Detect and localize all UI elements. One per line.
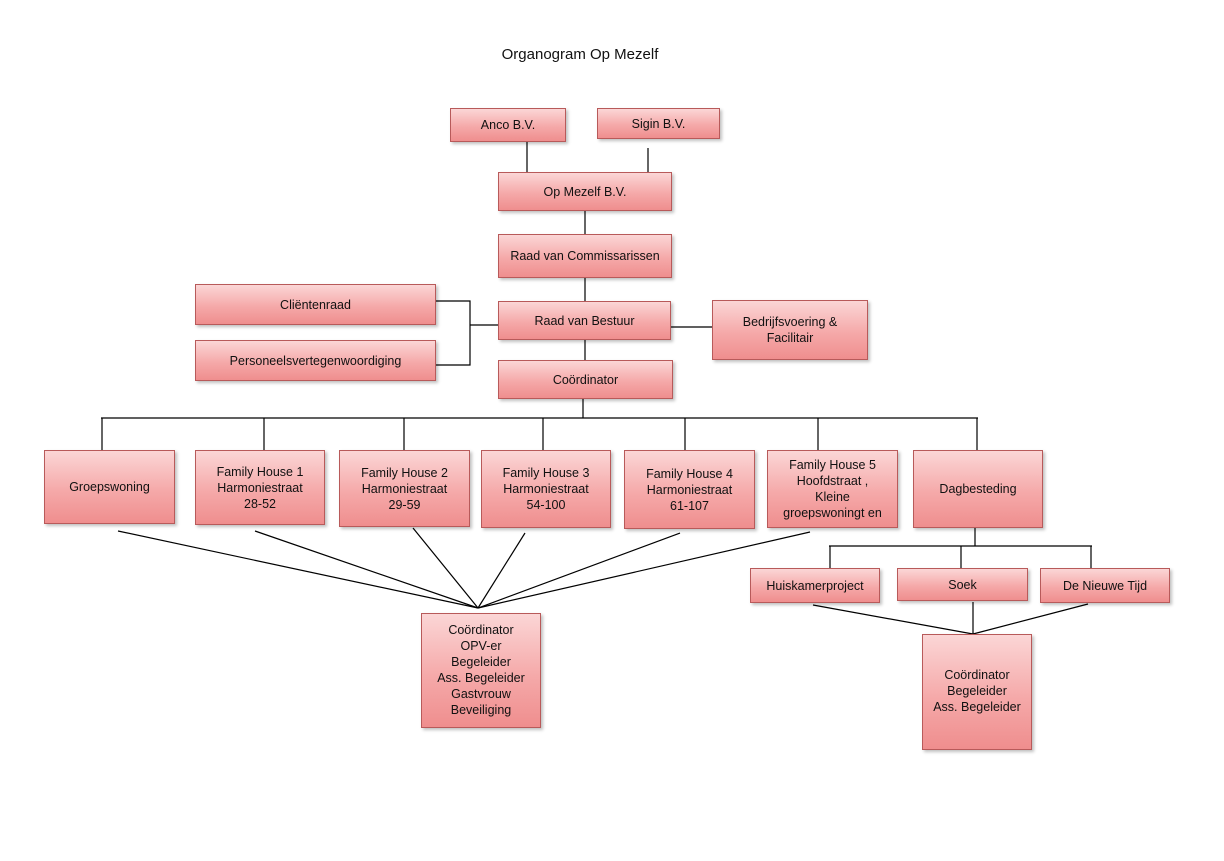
node-de-nieuwe-tijd: De Nieuwe Tijd [1040, 568, 1170, 603]
node-sigin: Sigin B.V. [597, 108, 720, 139]
node-raad-van-commissarissen: Raad van Commissarissen [498, 234, 672, 278]
node-personeelsvertegenwoordiging: Personeelsvertegenwoordiging [195, 340, 436, 381]
chart-title: Organogram Op Mezelf [501, 46, 659, 63]
node-huiskamerproject: Huiskamerproject [750, 568, 880, 603]
node-family-house-5: Family House 5 Hoofdstraat , Kleine groe… [767, 450, 898, 528]
node-family-house-3: Family House 3 Harmoniestraat 54-100 [481, 450, 611, 528]
node-anco: Anco B.V. [450, 108, 566, 142]
node-dagbesteding: Dagbesteding [913, 450, 1043, 528]
node-staff-wonen: Coördinator OPV-er Begeleider Ass. Begel… [421, 613, 541, 728]
node-family-house-2: Family House 2 Harmoniestraat 29-59 [339, 450, 470, 527]
node-soek: Soek [897, 568, 1028, 601]
node-coordinator: Coördinator [498, 360, 673, 399]
node-staff-dagbesteding: Coördinator Begeleider Ass. Begeleider [922, 634, 1032, 750]
node-op-mezelf: Op Mezelf B.V. [498, 172, 672, 211]
node-bedrijfsvoering: Bedrijfsvoering & Facilitair [712, 300, 868, 360]
node-groepswoning: Groepswoning [44, 450, 175, 524]
node-family-house-4: Family House 4 Harmoniestraat 61-107 [624, 450, 755, 529]
node-family-house-1: Family House 1 Harmoniestraat 28-52 [195, 450, 325, 525]
node-raad-van-bestuur: Raad van Bestuur [498, 301, 671, 340]
node-clientenraad: Cliëntenraad [195, 284, 436, 325]
